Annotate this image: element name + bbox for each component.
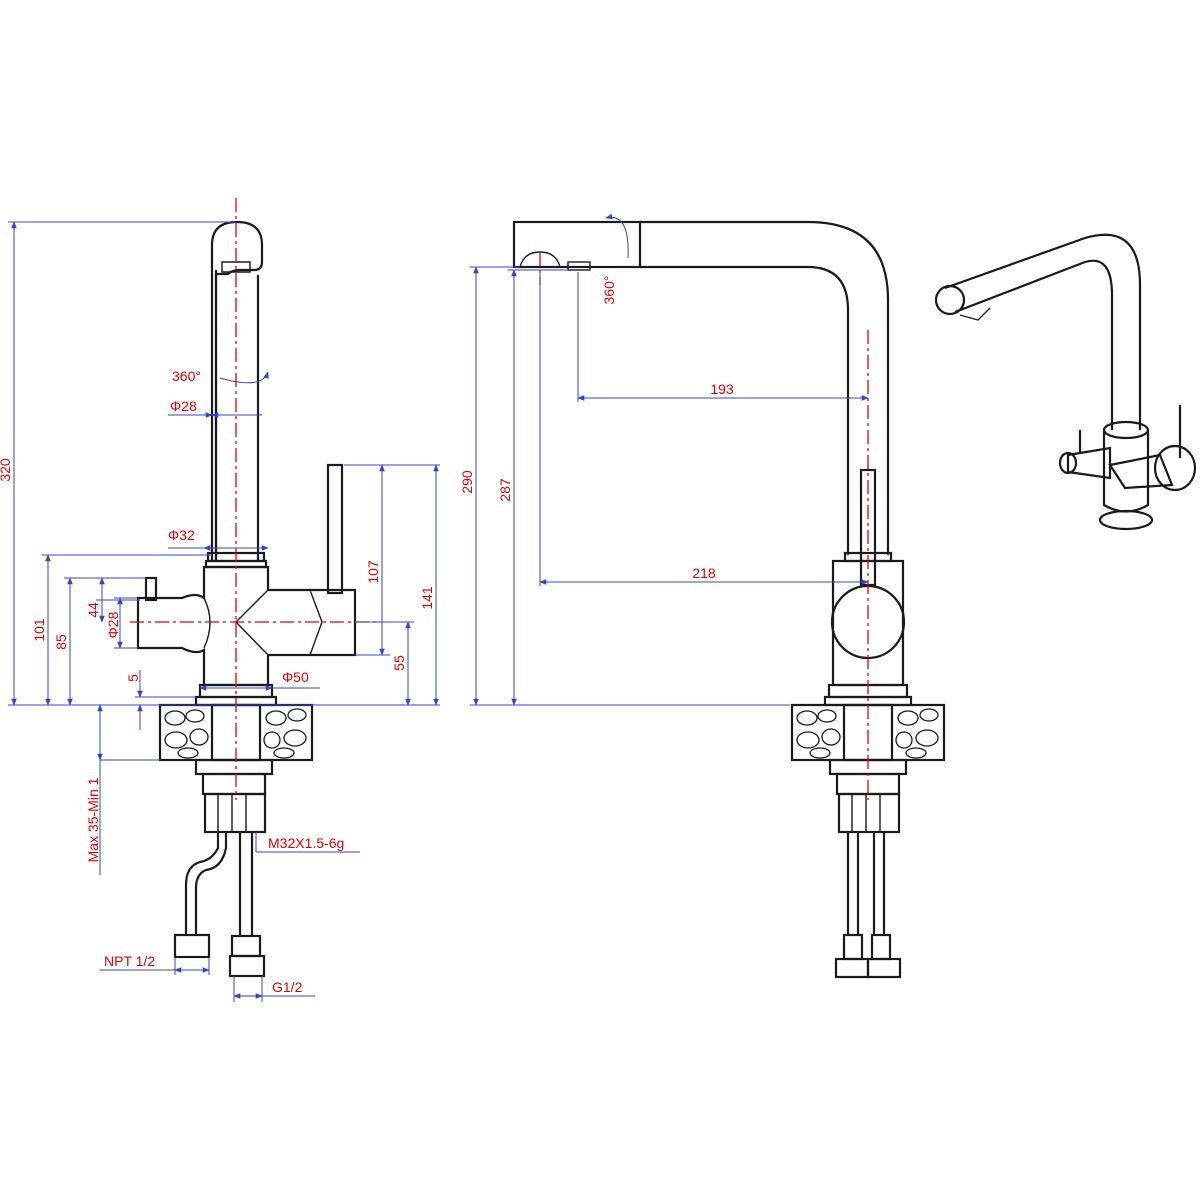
side-handle-circle [830, 584, 906, 660]
front-nut [203, 792, 267, 834]
label-gap-5: 5 [125, 674, 141, 682]
front-mount-ring [201, 772, 267, 796]
front-body [136, 565, 357, 687]
label-reach-218: 218 [692, 565, 716, 581]
front-aerator [221, 261, 251, 273]
label-thread: M32X1.5-6g [268, 835, 344, 851]
label-g-thread: G1/2 [272, 979, 303, 995]
label-height-141: 141 [419, 586, 435, 610]
label-height-287: 287 [497, 478, 513, 502]
side-nut-right [866, 957, 902, 979]
front-nut-ribs [217, 794, 247, 832]
front-body-curve-left [203, 597, 211, 649]
front-right-lever [326, 463, 344, 595]
side-countertop-stones [796, 708, 939, 759]
side-fitting-left [842, 933, 864, 961]
label-rotation-side: 360° [601, 276, 617, 305]
iso-collar [1102, 420, 1150, 440]
iso-right-handle-cap [1153, 444, 1197, 492]
label-offset-44: 44 [85, 602, 101, 618]
side-rotation-arrow [605, 213, 629, 259]
label-reach-193: 193 [710, 381, 734, 397]
side-nut-ribs [851, 794, 881, 832]
side-dimensions [470, 266, 869, 706]
front-view: 320 360° Φ28 Φ32 Φ50 101 85 44 Φ28 5 107… [0, 198, 440, 1002]
label-counter-thickness: Max 35-Min 1 [85, 777, 101, 862]
label-height-85: 85 [53, 634, 69, 650]
iso-right-handle [1108, 453, 1174, 490]
front-spout [210, 220, 264, 560]
label-base-diameter: Φ50 [282, 669, 309, 685]
label-npt: NPT 1/2 [104, 953, 155, 969]
label-spout-diameter: Φ28 [170, 398, 197, 414]
front-g-fitting [228, 954, 266, 978]
iso-spray-head [934, 284, 966, 316]
iso-left-handle [1066, 446, 1112, 480]
front-npt-fitting [173, 933, 211, 959]
label-rotation-front: 360° [172, 368, 201, 384]
iso-spout [944, 233, 1142, 430]
label-handle-diameter: Φ28 [105, 611, 121, 638]
side-view: 290 287 193 218 360° [459, 213, 946, 979]
front-left-lever [144, 576, 158, 602]
label-height-101: 101 [31, 618, 47, 642]
side-spout-arch [640, 220, 890, 555]
front-hose-right [238, 832, 254, 935]
side-spray-head [512, 220, 642, 269]
side-spray-button [567, 261, 591, 271]
label-height-55: 55 [391, 655, 407, 671]
side-fitting-right [870, 933, 892, 961]
label-height-290: 290 [459, 470, 475, 494]
label-body-diameter: Φ32 [168, 527, 195, 543]
rotation-arrow [219, 371, 269, 384]
iso-left-handle-cap [1058, 451, 1078, 475]
front-dimensions [8, 221, 440, 1002]
label-height-320: 320 [0, 458, 13, 482]
front-countertop-stones [164, 708, 307, 759]
isometric-view [934, 233, 1197, 531]
iso-base [1098, 509, 1154, 531]
label-height-107: 107 [365, 560, 381, 584]
front-body-curve-right [309, 589, 323, 656]
side-nut [837, 792, 901, 834]
front-hose-left [184, 832, 228, 935]
side-hoses [846, 832, 886, 935]
iso-spray-outlet [959, 307, 991, 321]
front-mount-washer [194, 758, 274, 776]
front-g-fitting-top [230, 934, 262, 958]
side-nut-left [834, 957, 870, 979]
